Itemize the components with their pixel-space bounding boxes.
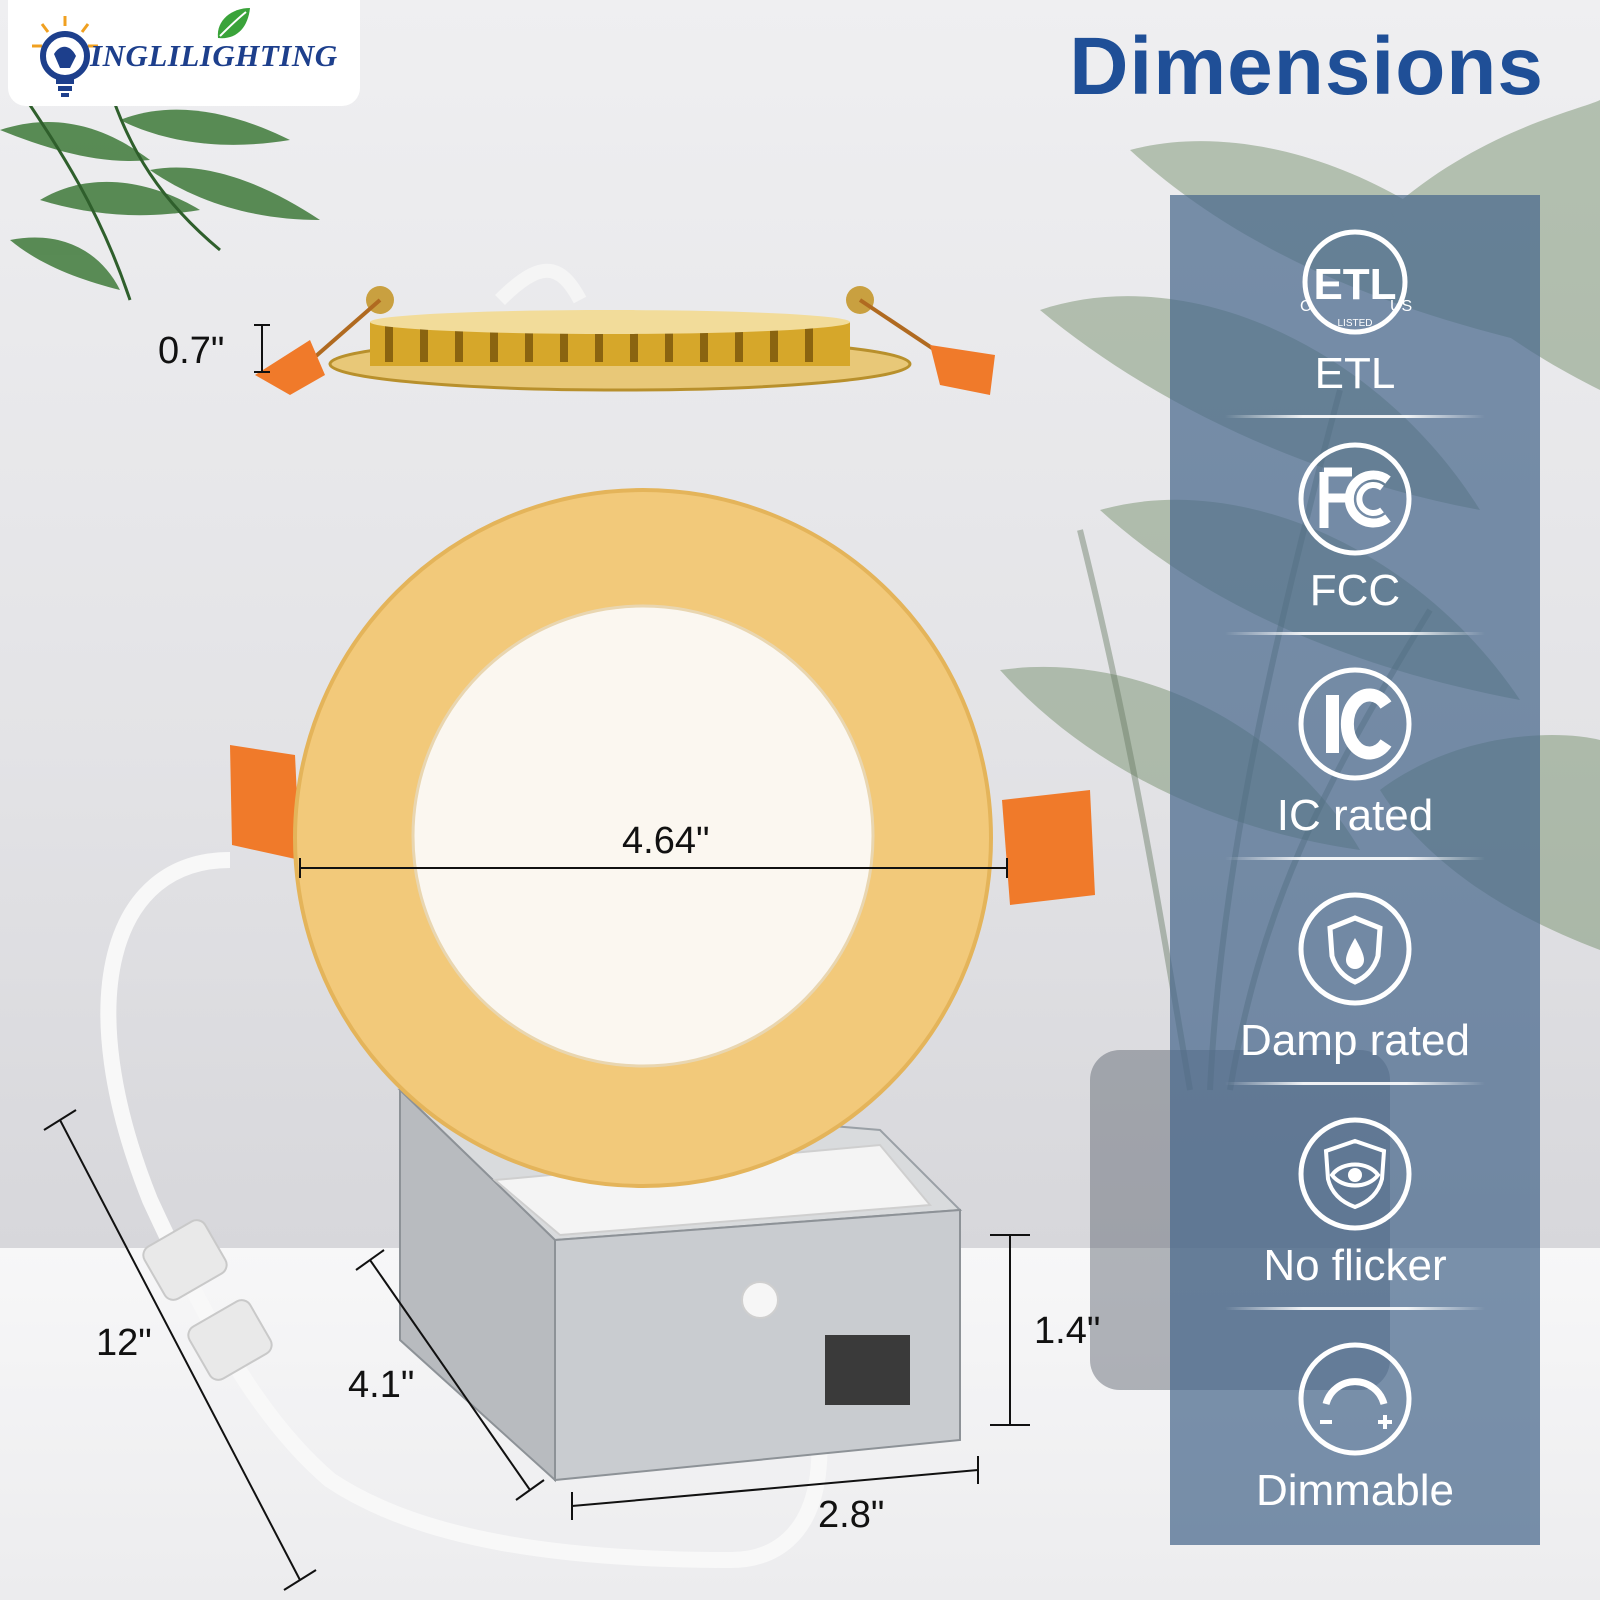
side-view-light: [255, 263, 995, 395]
no-flicker-eye-icon: [1298, 1117, 1412, 1231]
divider: [1225, 632, 1485, 635]
cert-label: Damp rated: [1240, 1016, 1470, 1065]
svg-text:ETL: ETL: [1313, 260, 1396, 309]
brand-name: INGLILIGHTING: [90, 38, 338, 73]
cert-label: No flicker: [1263, 1241, 1447, 1290]
cert-label: IC rated: [1276, 791, 1434, 840]
dimmable-icon: [1298, 1342, 1412, 1456]
cable-length-label: 12": [96, 1322, 152, 1364]
box-height-label: 1.4": [1034, 1310, 1101, 1352]
etl-c-mark: C: [1300, 298, 1312, 315]
fcc-icon: [1298, 442, 1412, 556]
divider: [1225, 857, 1485, 860]
divider: [1225, 1307, 1485, 1310]
cert-label: FCC: [1309, 566, 1401, 615]
leaf-logo-icon: [217, 8, 250, 39]
etl-us-mark: US: [1390, 298, 1412, 315]
certifications-panel: ETL C US LISTED ETL FCC: [1170, 195, 1540, 1545]
page-title: Dimensions: [1069, 21, 1544, 112]
etl-listed-mark: LISTED: [1337, 318, 1372, 329]
divider: [1225, 1082, 1485, 1085]
divider: [1225, 415, 1485, 418]
thickness-label: 0.7": [158, 330, 225, 372]
ic-icon: [1298, 667, 1412, 781]
box-depth-label: 4.1": [348, 1364, 415, 1406]
front-view-light: [230, 488, 1095, 1188]
diameter-label: 4.64": [622, 820, 710, 862]
brand-logo: INGLILIGHTING: [8, 0, 360, 106]
damp-rated-icon: [1298, 892, 1412, 1006]
cert-label: ETL: [1314, 349, 1396, 398]
box-width-label: 2.8": [818, 1494, 885, 1536]
lightbulb-logo-icon: [32, 16, 98, 97]
cert-label: Dimmable: [1255, 1466, 1455, 1515]
etl-listed-icon: ETL C US LISTED: [1300, 229, 1412, 335]
bamboo-leaves-decoration: [0, 90, 320, 301]
